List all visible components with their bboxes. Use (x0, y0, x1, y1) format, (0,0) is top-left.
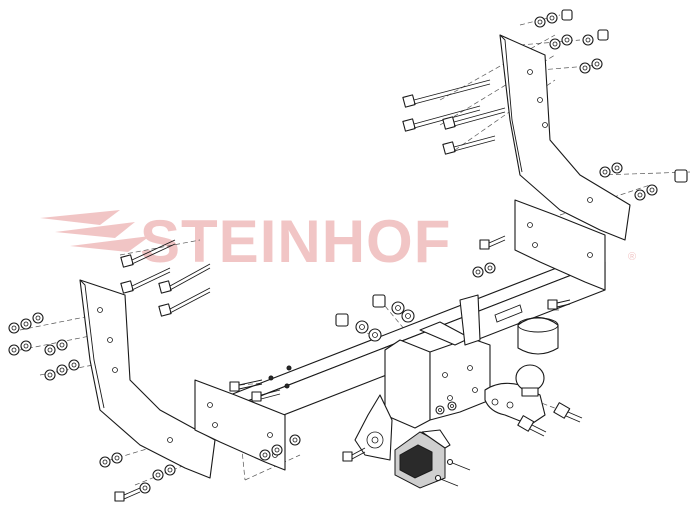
nut-washer-set (335, 294, 415, 342)
left-end-plate (194, 379, 286, 471)
nut-washer-set (534, 9, 573, 28)
bolt (402, 105, 481, 132)
nut-washer-set (472, 262, 496, 278)
bolt (114, 487, 141, 502)
tow-ball-cover (517, 316, 559, 355)
electrical-socket (394, 429, 451, 489)
nut-washer-set (259, 434, 301, 461)
nut-washer-set (599, 162, 688, 201)
long-bolts (120, 79, 506, 317)
nut-washer-set (549, 29, 609, 50)
bolt (442, 135, 496, 155)
bolt (229, 379, 263, 392)
tow-ball (484, 364, 546, 426)
bolt (251, 389, 281, 402)
nut-washer-set (8, 312, 80, 381)
nuts-and-washers (8, 9, 688, 494)
right-end-plate (514, 199, 606, 291)
bolt (553, 402, 583, 423)
registered-mark: ® (628, 251, 636, 263)
left-chassis-bracket (79, 279, 216, 479)
bolt (120, 239, 176, 268)
screw (446, 458, 471, 471)
socket-plate (354, 394, 393, 461)
bolt (158, 263, 211, 294)
bolt (479, 235, 506, 250)
bolt (158, 287, 211, 317)
small-nuts (268, 365, 292, 389)
brand-logo-swoosh-icon (40, 210, 150, 252)
nut-washer-set (435, 401, 457, 415)
nut-washer-set (99, 452, 176, 494)
bolt (342, 447, 366, 462)
nut-washer-set (579, 58, 603, 74)
right-chassis-bracket (499, 34, 631, 241)
short-bolts (114, 235, 583, 502)
bolt (120, 267, 171, 294)
bolt (517, 415, 547, 437)
bolt (442, 107, 506, 130)
bolt (547, 299, 571, 310)
brand-name: STEINHOF (140, 208, 451, 275)
screw (434, 474, 459, 487)
bolt (402, 79, 491, 108)
